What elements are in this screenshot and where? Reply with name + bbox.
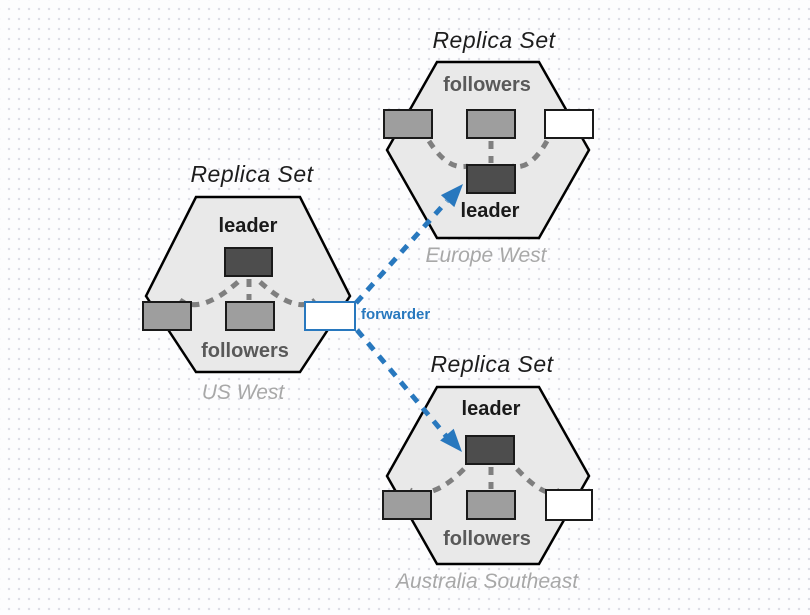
- hexagon-europe-west: [385, 60, 591, 240]
- replica-set-title-us-west: Replica Set: [190, 161, 314, 187]
- follower-node-australia-left: [382, 490, 432, 520]
- followers-label-europe-west: followers: [443, 74, 531, 96]
- forward-arrow-to-australia: [355, 328, 449, 439]
- follower-node-australia-mid: [466, 490, 516, 520]
- replica-set-title-europe-west: Replica Set: [432, 27, 556, 53]
- region-label-us-west: US West: [201, 381, 285, 404]
- region-label-europe-west: Europe West: [425, 244, 547, 267]
- follower-node-us-west-left: [142, 301, 192, 331]
- followers-label-us-west: followers: [201, 340, 289, 362]
- forwarder-label: forwarder: [361, 306, 431, 323]
- leader-node-australia: [465, 435, 515, 465]
- forward-arrow-to-europe-west: [354, 199, 449, 305]
- replica-set-title-australia: Replica Set: [430, 351, 554, 377]
- connector-europewest-leader-right-node: [511, 139, 550, 170]
- arrow-head-australia-icon: [440, 428, 462, 452]
- follower-node-us-west-mid: [225, 301, 275, 331]
- follower-node-europe-west-mid: [466, 109, 516, 139]
- leader-label-europe-west: leader: [460, 200, 520, 222]
- follower-node-europe-west-left: [383, 109, 433, 139]
- leader-label-us-west: leader: [218, 215, 278, 237]
- leader-label-australia: leader: [461, 398, 521, 420]
- region-label-australia: Australia Southeast: [395, 570, 579, 593]
- leader-node-us-west: [224, 247, 273, 277]
- empty-node-europe-west: [544, 109, 594, 139]
- followers-label-australia: followers: [443, 528, 531, 550]
- connector-australia-leader-left-follower: [408, 467, 466, 496]
- hexagon-australia-southeast: [385, 385, 591, 566]
- leader-node-europe-west: [466, 164, 516, 194]
- arrow-head-europe-west-icon: [440, 184, 463, 208]
- connector-europewest-leader-left-follower: [426, 139, 469, 170]
- empty-node-australia: [545, 489, 593, 521]
- forwarder-node-us-west: [304, 301, 356, 331]
